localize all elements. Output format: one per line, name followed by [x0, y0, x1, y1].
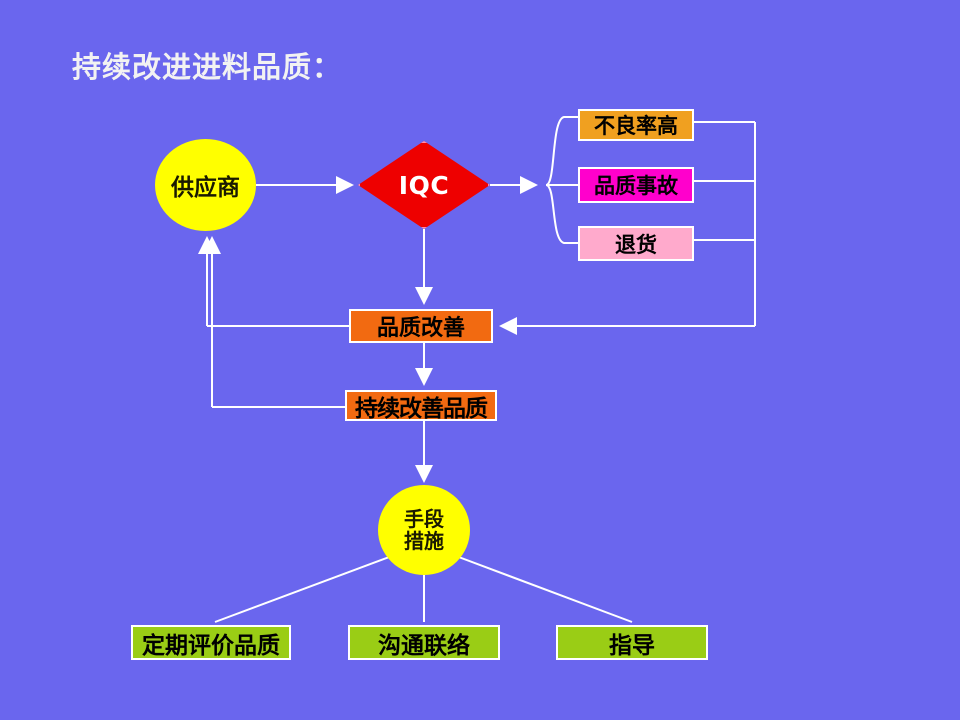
node-guidance-label: 指导 — [609, 631, 655, 659]
node-supplier-label: 供应商 — [171, 174, 240, 201]
node-continuous-improvement[interactable]: 持续改善品质 — [345, 390, 497, 422]
node-quality-incident-label: 品质事故 — [594, 173, 678, 198]
node-quality-incident[interactable]: 品质事故 — [578, 167, 694, 203]
node-periodic-evaluation-label: 定期评价品质 — [142, 631, 280, 659]
edge-means-to-guidance — [455, 555, 633, 623]
page-title: 持续改进进料品质： — [72, 50, 343, 84]
brace-outcomes-low — [545, 184, 578, 244]
node-quality-improvement-label: 品质改善 — [376, 315, 465, 341]
node-quality-improvement[interactable]: 品质改善 — [349, 309, 493, 343]
edge-means-to-evaluation — [214, 555, 393, 623]
node-defect-rate-high-label: 不良率高 — [594, 113, 678, 138]
node-return-goods[interactable]: 退货 — [578, 226, 694, 261]
node-guidance[interactable]: 指导 — [556, 625, 708, 660]
node-means[interactable]: 手段 措施 — [378, 485, 470, 575]
brace-outcomes — [545, 116, 578, 186]
node-means-label-line1: 手段 — [404, 506, 444, 531]
node-periodic-evaluation[interactable]: 定期评价品质 — [131, 625, 291, 660]
node-supplier[interactable]: 供应商 — [155, 139, 256, 231]
node-communication[interactable]: 沟通联络 — [348, 625, 500, 660]
node-continuous-improvement-label: 持续改善品质 — [355, 394, 488, 422]
node-defect-rate-high[interactable]: 不良率高 — [578, 109, 694, 141]
node-iqc[interactable]: IQC — [358, 141, 490, 229]
node-iqc-label: IQC — [398, 170, 450, 200]
node-means-label-line2: 措施 — [404, 529, 444, 553]
node-communication-label: 沟通联络 — [378, 631, 470, 659]
node-return-goods-label: 退货 — [615, 231, 657, 257]
